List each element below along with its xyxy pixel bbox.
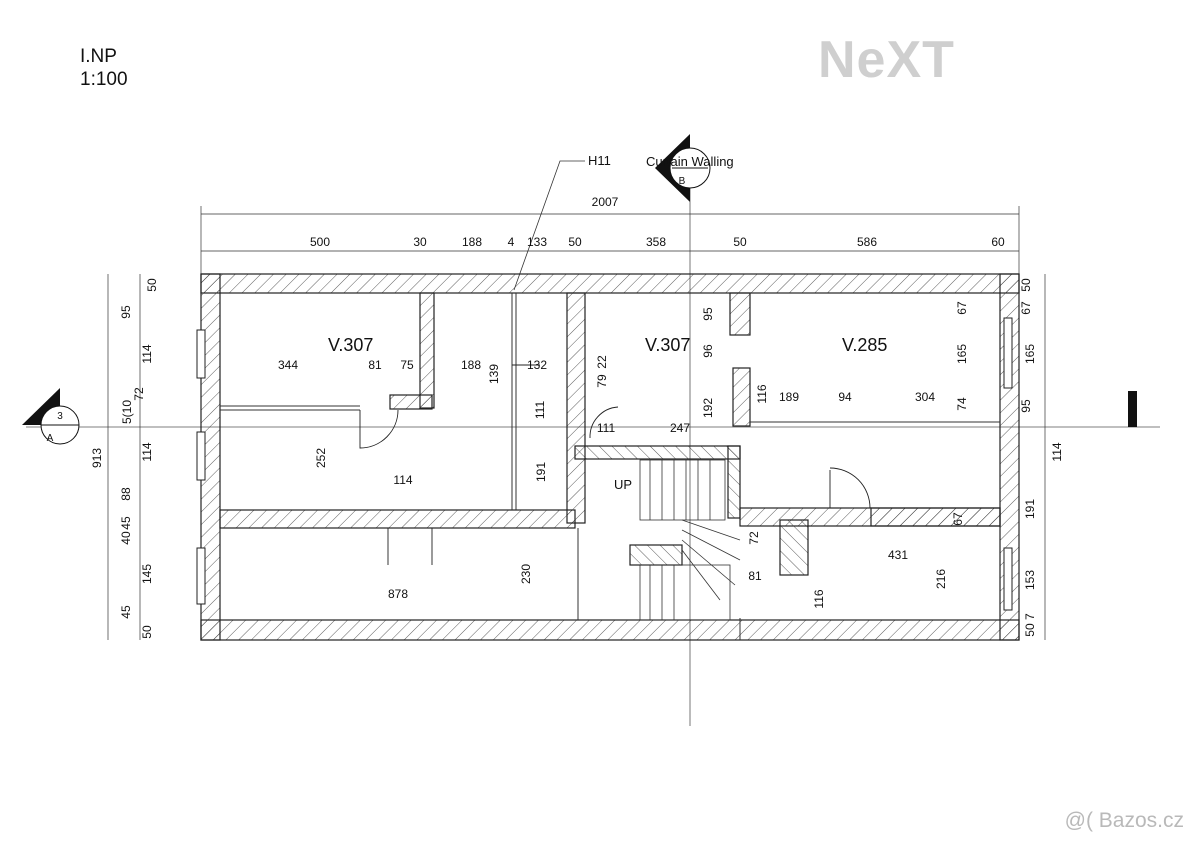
dim-right-67: 67 [1019, 301, 1033, 315]
dim-left-50a: 50 [145, 278, 159, 292]
section-marker-a: 3 A [22, 388, 80, 445]
dim-left-72: 72 [132, 387, 146, 401]
dim-344: 344 [278, 358, 298, 372]
dim-left-145: 145 [140, 564, 154, 584]
dim-right-95: 95 [1019, 399, 1033, 413]
dim-94: 94 [838, 390, 852, 404]
dim-interior: 344 81 75 188 132 111 247 114 189 94 304… [278, 358, 935, 601]
dim-165: 165 [955, 344, 969, 364]
footer-watermark: @( Bazos.cz [1064, 809, 1184, 832]
dim-188: 188 [461, 358, 481, 372]
dim-right-165: 165 [1023, 344, 1037, 364]
dim-top-60: 60 [991, 235, 1005, 249]
label-curtain-walling: Curtain Walling [646, 154, 734, 169]
brand-logo: NeXT [818, 31, 955, 89]
dim-top-30: 30 [413, 235, 427, 249]
dim-right-50: 50 [1019, 278, 1033, 292]
dim-top-586: 586 [857, 235, 877, 249]
dim-79: 79 [595, 374, 609, 388]
leader-lines [513, 160, 585, 291]
dim-top-500: 500 [310, 235, 330, 249]
dim-left-50b: 50 [140, 625, 154, 639]
dim-116a: 116 [755, 384, 769, 403]
dim-top-133: 133 [527, 235, 547, 249]
label-h11: H11 [588, 153, 611, 168]
dim-left-5-10: 5(10 [120, 400, 134, 424]
dim-left-45a: 45 [119, 516, 133, 530]
stair [639, 459, 741, 621]
dim-right-114: 114 [1050, 442, 1064, 461]
dim-431: 431 [888, 548, 908, 562]
section-label-a: A [47, 433, 54, 444]
dim-304: 304 [915, 390, 935, 404]
walls [200, 273, 1020, 641]
dim-96: 96 [701, 344, 715, 358]
dim-81a: 81 [368, 358, 382, 372]
dim-left-45b: 45 [119, 605, 133, 619]
section-mark-right [1128, 391, 1137, 427]
dim-top-188: 188 [462, 235, 482, 249]
dim-interior-vertical: 139 22 79 111 252 191 95 96 192 116 74 6… [314, 301, 969, 609]
dim-878: 878 [388, 587, 408, 601]
dim-74: 74 [955, 397, 969, 411]
dim-67a: 67 [955, 301, 969, 315]
dim-116b: 116 [812, 589, 826, 608]
dim-left-40: 40 [119, 531, 133, 545]
section-marker-b: B [655, 134, 711, 202]
dim-left-95: 95 [119, 305, 133, 319]
dim-114: 114 [393, 473, 412, 487]
dim-top-50a: 50 [568, 235, 582, 249]
room-label-1: V.307 [328, 335, 373, 355]
dim-top-50b: 50 [733, 235, 747, 249]
dim-left-total: 913 [90, 448, 104, 468]
dim-81b: 81 [748, 569, 762, 583]
dim-right-153: 153 [1023, 570, 1037, 590]
dim-132: 132 [527, 358, 547, 372]
section-label-b: B [679, 176, 686, 187]
dim-139: 139 [487, 364, 501, 384]
floor-label: I.NP [80, 46, 117, 67]
room-label-3: V.285 [842, 335, 887, 355]
dim-189: 189 [779, 390, 799, 404]
dim-overall: 2007 [592, 195, 619, 209]
section-lines [26, 160, 1160, 726]
dim-216: 216 [934, 569, 948, 589]
dim-191: 191 [534, 462, 548, 482]
dim-right-191: 191 [1023, 499, 1037, 519]
dim-top-chain: 500 30 188 4 133 50 358 50 586 60 [310, 235, 1005, 249]
dim-top-4: 4 [508, 235, 515, 249]
dim-top-358: 358 [646, 235, 666, 249]
dim-left-114b: 114 [140, 442, 154, 461]
dim-right-chain: 50 67 165 95 114 191 153 50 7 [1019, 278, 1064, 637]
dim-252: 252 [314, 448, 328, 468]
dim-75: 75 [400, 358, 414, 372]
room-label-2: V.307 [645, 335, 690, 355]
dim-247: 247 [670, 421, 690, 435]
scale-label: 1:100 [80, 69, 128, 90]
dim-95: 95 [701, 307, 715, 321]
dim-left-chain: 50 95 114 72 5(10 114 88 45 40 145 45 50 [119, 278, 159, 639]
section-label-3: 3 [57, 411, 63, 422]
partition-lines [220, 293, 1000, 640]
dim-72: 72 [747, 531, 761, 545]
sheet-title: I.NP 1:100 [80, 45, 128, 91]
window-frames [196, 317, 1013, 611]
dim-230: 230 [519, 564, 533, 584]
dim-left-114a: 114 [140, 344, 154, 363]
dim-192: 192 [701, 398, 715, 418]
door-swings [359, 364, 871, 565]
dim-22: 22 [595, 355, 609, 369]
dim-left-88: 88 [119, 487, 133, 501]
stair-up-label: UP [614, 477, 632, 492]
dimension-lines [107, 206, 1046, 640]
dim-111b: 111 [597, 421, 616, 435]
dim-111a: 111 [533, 401, 547, 420]
dim-67b: 67 [951, 512, 965, 526]
dim-right-50-7: 50 7 [1023, 613, 1037, 637]
